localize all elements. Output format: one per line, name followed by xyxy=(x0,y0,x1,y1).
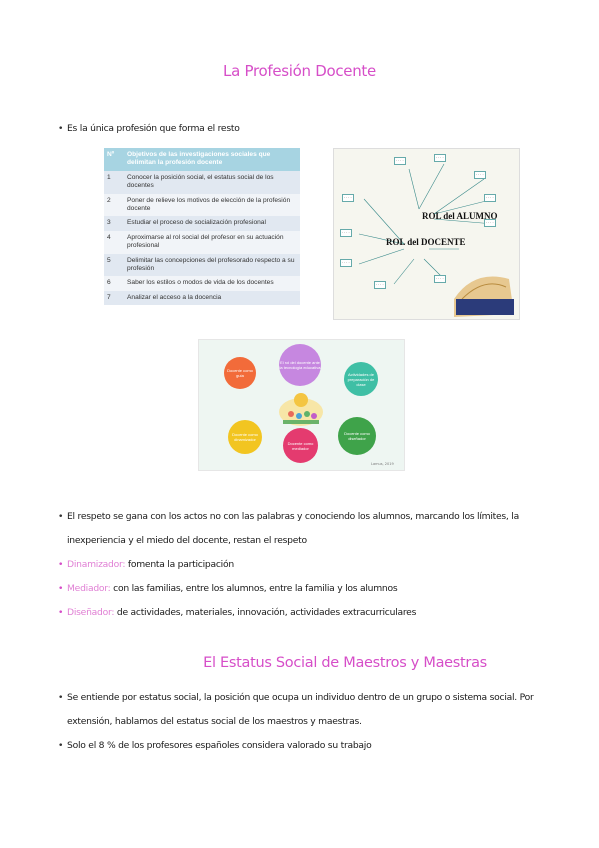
bullet-respect: •El respeto se gana con los actos no con… xyxy=(58,511,519,547)
bullet-text-continued: extensión, hablamos del estatus social d… xyxy=(67,716,362,727)
table-header-text: Objetivos de las investigaciones sociale… xyxy=(124,148,300,171)
bullet-disenador: •Diseñador: de actividades, materiales, … xyxy=(58,607,416,619)
circle-orange: Docente como guía xyxy=(224,357,256,389)
bullet-dot: • xyxy=(58,692,64,703)
map-node: · · · · xyxy=(394,157,406,165)
row-num: 5 xyxy=(104,253,124,277)
circle-pink: Docente como mediador xyxy=(283,428,318,463)
center-illustration xyxy=(279,393,323,426)
teacher-roles-image: El rol del docente ante la tecnología ed… xyxy=(198,339,405,471)
circle-teal: Actividades de preparación de clase xyxy=(344,362,378,396)
row-num: 7 xyxy=(104,290,124,306)
map-node: · · · · xyxy=(374,281,386,289)
bullet-label: Mediador: xyxy=(67,583,111,594)
row-text: Aproximarse al rol social del profesor e… xyxy=(124,230,300,254)
bullet-social-status: •Se entiende por estatus social, la posi… xyxy=(58,692,534,728)
bullet-label: Diseñador: xyxy=(67,607,115,618)
bullet-dot: • xyxy=(58,583,64,594)
row-text: Delimitar las concepciones del profesora… xyxy=(124,253,300,277)
rol-alumno-label: ROL del ALUMNO xyxy=(422,211,498,221)
bullet-text: fomenta la participación xyxy=(125,559,234,570)
bullet-text: Solo el 8 % de los profesores españoles … xyxy=(67,740,372,751)
circle-green: Docente como diseñador xyxy=(338,417,376,455)
bullet-label: Dinamizador: xyxy=(67,559,126,570)
bullet-unique-profession: •Es la única profesión que forma el rest… xyxy=(58,123,240,135)
bullet-mediador: •Mediador: con las familias, entre los a… xyxy=(58,583,398,595)
bullet-dinamizador: •Dinamizador: fomenta la participación xyxy=(58,559,234,571)
bullet-dot: • xyxy=(58,511,64,522)
row-num: 2 xyxy=(104,193,124,217)
bullet-text: El respeto se gana con los actos no con … xyxy=(67,511,519,522)
image-credit: Lamus, 2019 xyxy=(371,462,394,466)
circle-yellow: Docente como dinamizador xyxy=(228,420,262,454)
row-num: 4 xyxy=(104,230,124,254)
row-num: 3 xyxy=(104,216,124,231)
map-node: · · · · xyxy=(434,154,446,162)
table-header-row: Nº Objetivos de las investigaciones soci… xyxy=(104,148,300,171)
bullet-valued-work: •Solo el 8 % de los profesores españoles… xyxy=(58,740,372,752)
map-node: · · · · xyxy=(484,194,496,202)
objectives-table: Nº Objetivos de las investigaciones soci… xyxy=(104,148,300,306)
bullet-text: Se entiende por estatus social, la posic… xyxy=(67,692,534,703)
page-title: La Profesión Docente xyxy=(223,62,376,80)
map-node: · · · · xyxy=(484,219,496,227)
concept-map-lines xyxy=(358,163,514,317)
bullet-dot: • xyxy=(58,607,64,618)
map-node: · · · · xyxy=(434,275,446,283)
bullet-dot: • xyxy=(58,123,64,134)
map-node: · · · · xyxy=(342,194,354,202)
row-num: 1 xyxy=(104,170,124,194)
row-text: Poner de relieve los motivos de elección… xyxy=(124,193,300,217)
bullet-text: con las familias, entre los alumnos, ent… xyxy=(110,583,398,594)
row-text: Analizar el acceso a la docencia xyxy=(124,290,300,306)
map-node: · · · · xyxy=(340,229,352,237)
row-text: Estudiar el proceso de socialización pro… xyxy=(124,216,300,231)
section-title: El Estatus Social de Maestros y Maestras xyxy=(203,655,487,671)
bullet-text: Es la única profesión que forma el resto xyxy=(67,123,240,134)
map-node: · · · · xyxy=(474,171,486,179)
table-header-num: Nº xyxy=(104,148,124,171)
row-num: 6 xyxy=(104,276,124,291)
rol-docente-label: ROL del DOCENTE xyxy=(386,237,466,247)
circle-purple: El rol del docente ante la tecnología ed… xyxy=(279,344,321,386)
bullet-text-continued: inexperiencia y el miedo del docente, re… xyxy=(67,535,307,546)
map-node: · · · · xyxy=(340,259,352,267)
bullet-dot: • xyxy=(58,740,64,751)
row-text: Saber los estilos o modos de vida de los… xyxy=(124,276,300,291)
row-text: Conocer la posición social, el estatus s… xyxy=(124,170,300,194)
concept-map-image: · · · · · · · · · · · · · · · · · · · · … xyxy=(333,148,520,320)
bullet-dot: • xyxy=(58,559,64,570)
bullet-text: de actividades, materiales, innovación, … xyxy=(114,607,417,618)
